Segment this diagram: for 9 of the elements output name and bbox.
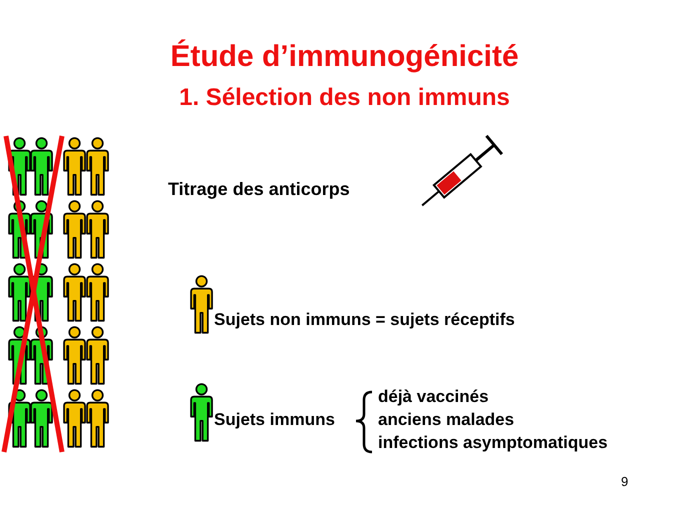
method-label: Titrage des anticorps <box>168 179 350 200</box>
category-label: Sujets immuns <box>214 410 335 430</box>
list-item: infections asymptomatiques <box>378 433 608 453</box>
category-label: Sujets non immuns = sujets réceptifs <box>214 310 515 330</box>
list-item: déjà vaccinés <box>378 387 489 407</box>
subtitle: 1. Sélection des non immuns <box>179 84 510 111</box>
title: Étude d’immunogénicité <box>170 40 519 73</box>
page-number: 9 <box>621 474 628 489</box>
list-item: anciens malades <box>378 410 514 430</box>
